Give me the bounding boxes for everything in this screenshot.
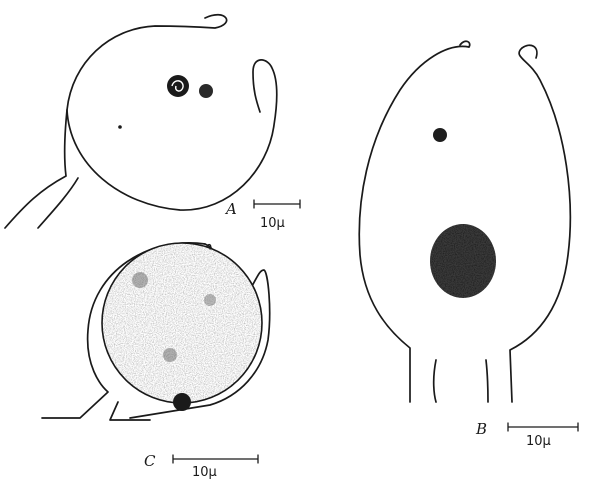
cell-a-stalk: [38, 178, 78, 228]
panel-b: B 10μ: [359, 41, 578, 449]
cell-c-protoplast: [100, 240, 265, 405]
scale-bar-c: [173, 455, 258, 463]
cell-b-stalk: [434, 360, 488, 402]
nucleolus-b: [433, 128, 447, 142]
nucleus-b: [420, 220, 510, 305]
panel-b-label: B: [475, 420, 487, 438]
scale-label-c: 10μ: [192, 465, 217, 479]
nucleus-a: [167, 75, 189, 97]
cell-b-tip-right: [522, 45, 537, 58]
cell-b-left-wall: [359, 46, 469, 402]
scale-label-a: 10μ: [260, 216, 285, 231]
dot-a: [118, 125, 122, 129]
nucleolus-a: [199, 84, 213, 98]
scale-bar-a: [254, 200, 300, 208]
panel-a-label: A: [224, 200, 237, 218]
scale-bar-b: [508, 423, 578, 431]
panel-c: C 10μ: [42, 240, 270, 479]
cell-b-right-wall: [510, 48, 570, 402]
cell-a-outline: [5, 15, 227, 228]
panel-a: A 10μ: [5, 15, 300, 231]
nucleolus-c: [173, 393, 191, 411]
scale-label-b: 10μ: [526, 434, 551, 449]
panel-c-label: C: [144, 452, 156, 470]
